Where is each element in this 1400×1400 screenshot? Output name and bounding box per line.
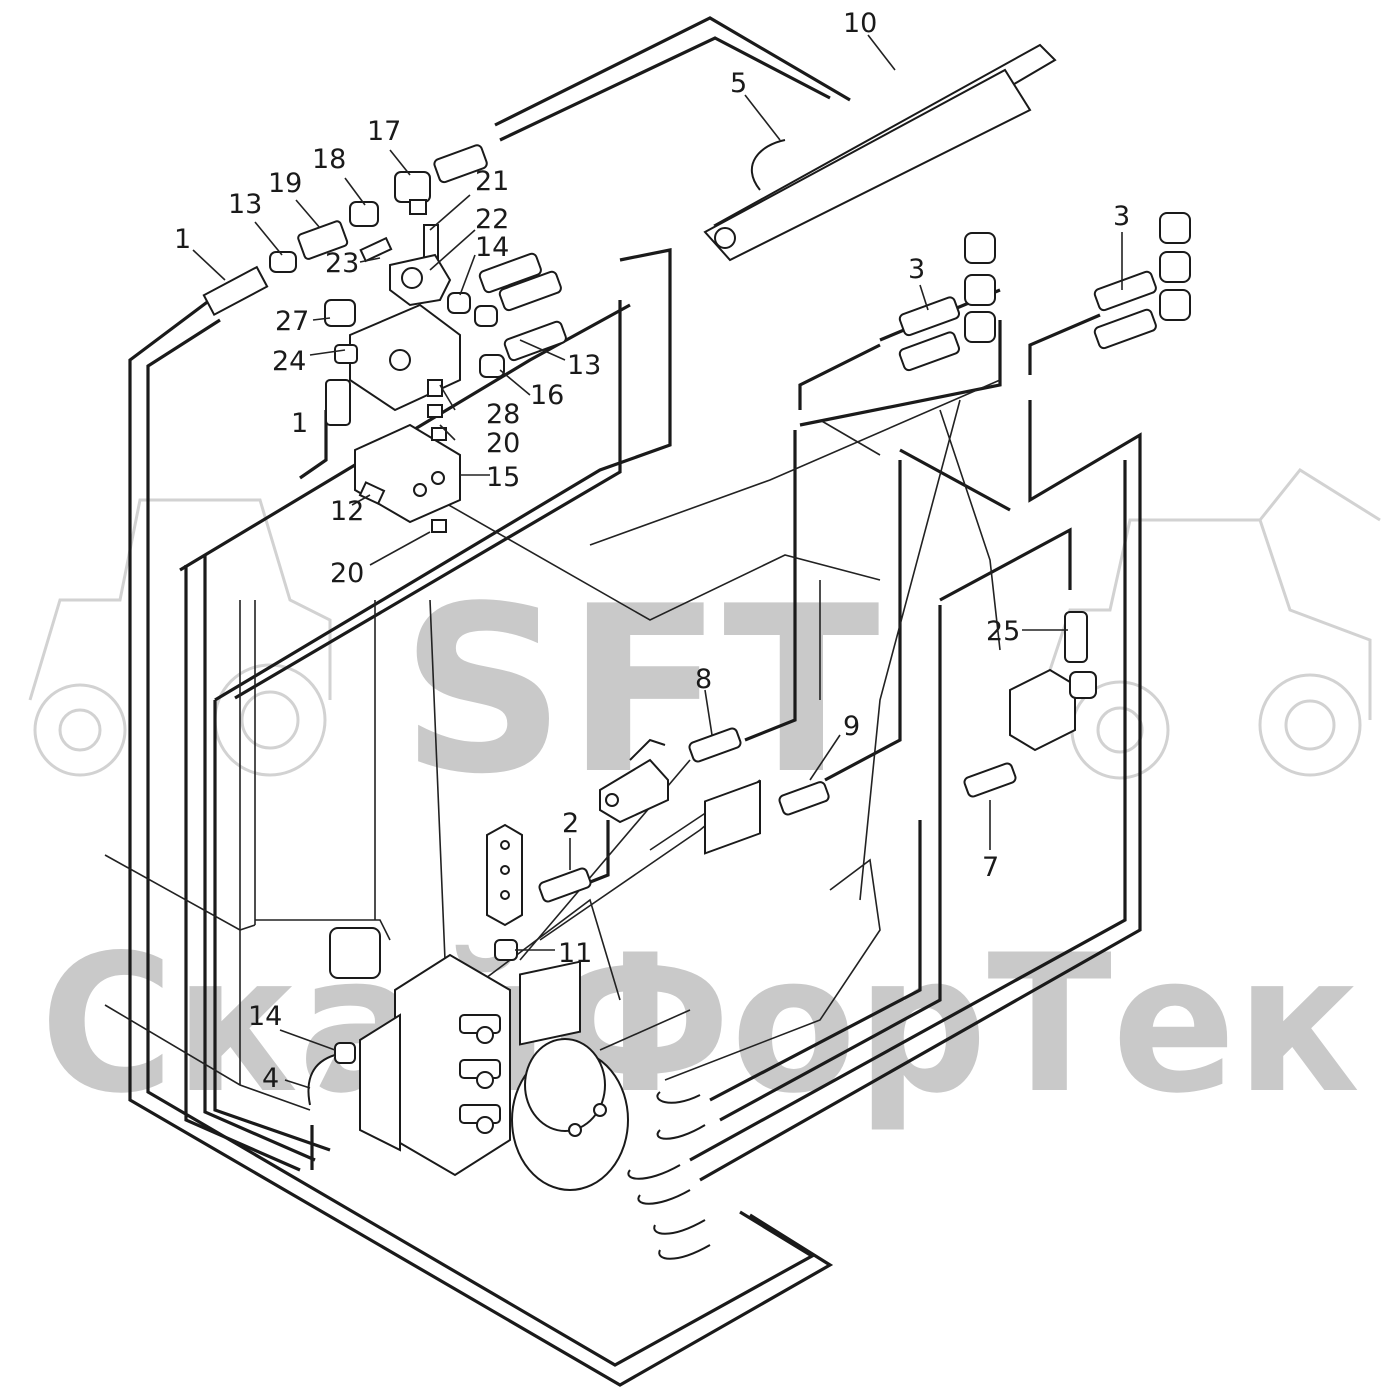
callout-20-top: 20: [486, 428, 520, 459]
callout-22: 22: [475, 204, 509, 235]
callout-24: 24: [272, 346, 306, 377]
callout-27: 27: [275, 306, 309, 337]
valve-block: [324, 299, 461, 426]
callout-18: 18: [312, 144, 346, 175]
callout-leader-lines: [192, 34, 1123, 1089]
control-valve-section: [359, 953, 511, 1177]
callout-13-left: 13: [228, 189, 262, 220]
watermark-machine-silhouettes: [28, 468, 1381, 780]
fittings-cluster-3: [898, 212, 1191, 372]
callout-10: 10: [843, 8, 877, 39]
callout-3-right: 3: [1113, 201, 1130, 232]
frame-outline-lines: [104, 379, 1001, 1111]
callout-28: 28: [486, 399, 520, 430]
callout-23: 23: [325, 248, 359, 279]
callout-25: 25: [986, 616, 1020, 647]
callout-19: 19: [268, 168, 302, 199]
callout-8: 8: [695, 664, 712, 695]
fittings-cluster-right: [447, 252, 567, 378]
hydraulic-parts: [202, 43, 1191, 1260]
callout-4: 4: [262, 1063, 279, 1094]
mounting-bracket: [354, 423, 461, 533]
callout-1-mid: 1: [291, 408, 308, 439]
callout-9: 9: [843, 711, 860, 742]
hydraulic-cylinder: [703, 43, 1057, 262]
bottom-hose-ends: [627, 1091, 711, 1260]
callout-14-top: 14: [475, 232, 509, 263]
callout-13-right: 13: [567, 350, 601, 381]
hose-14-4: [307, 927, 381, 1106]
watermark: SFT СкайФорТек: [28, 468, 1381, 1135]
ball-valve: [599, 738, 669, 824]
callout-1-top: 1: [174, 224, 191, 255]
callout-labels: 1 13 19 18 17 21 22 14 23 27 24 1 28 20 …: [174, 8, 1130, 1094]
callout-11: 11: [558, 938, 592, 969]
hose-end-fittings: [538, 611, 1097, 903]
manifold-strip: [486, 823, 523, 961]
distribution-block: [704, 780, 761, 855]
swing-swivel: [511, 960, 629, 1191]
watermark-brand: СкайФорТек: [40, 914, 1360, 1135]
callout-20-bottom: 20: [330, 558, 364, 589]
callout-14-bottom: 14: [248, 1001, 282, 1032]
callout-21: 21: [475, 166, 509, 197]
callout-17: 17: [367, 116, 401, 147]
callout-2: 2: [562, 808, 579, 839]
callout-15: 15: [486, 462, 520, 493]
callout-16: 16: [530, 380, 564, 411]
callout-12: 12: [330, 496, 364, 527]
callout-3-left: 3: [908, 254, 925, 285]
hose-lines: [128, 16, 1142, 1387]
fittings-cluster-top: [202, 144, 488, 317]
callout-5: 5: [730, 68, 747, 99]
callout-7: 7: [982, 852, 999, 883]
